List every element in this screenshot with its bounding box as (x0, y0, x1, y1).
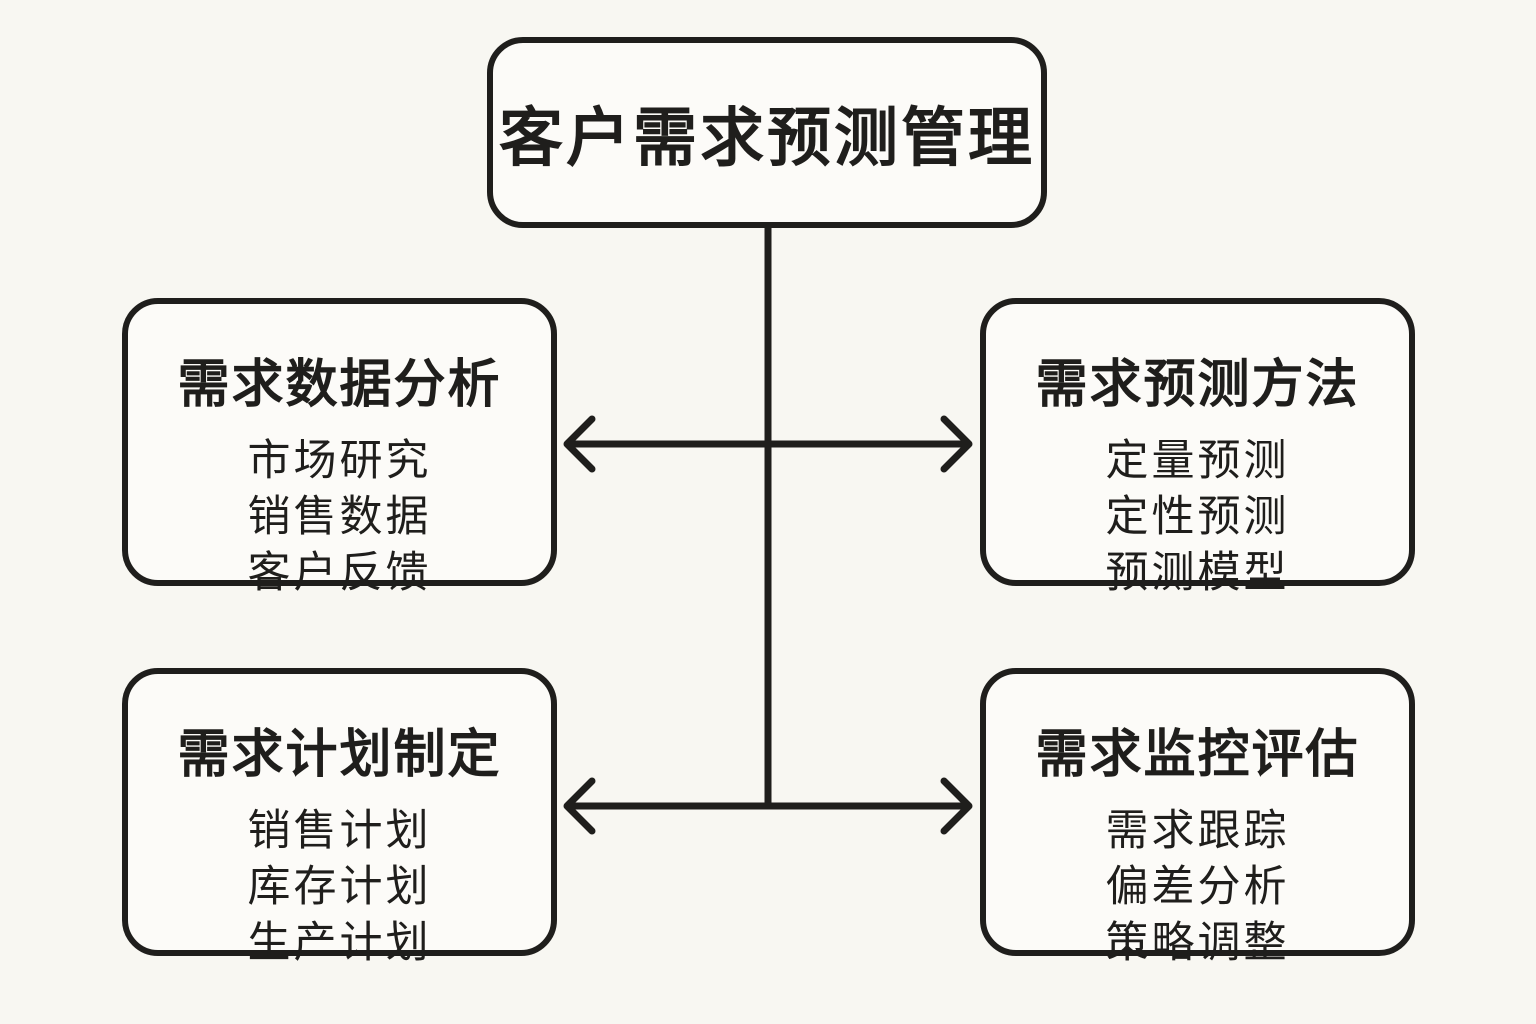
node-item: 客户反馈 (247, 549, 432, 597)
node-title: 需求监控评估 (1035, 726, 1360, 784)
node-item: 销售计划 (247, 807, 432, 855)
node-item: 预测模型 (1105, 549, 1290, 597)
node-title: 需求预测方法 (1035, 356, 1360, 414)
node-item: 策略调整 (1105, 919, 1290, 967)
node-item: 生产计划 (247, 919, 432, 967)
root-node-title: 客户需求预测管理 (499, 101, 1035, 174)
root-node: 客户需求预测管理 (487, 37, 1047, 228)
node-item: 偏差分析 (1105, 863, 1290, 911)
node-title: 需求计划制定 (177, 726, 502, 784)
node-demand-plan-making: 需求计划制定 销售计划 库存计划 生产计划 (122, 668, 557, 967)
node-item-list: 定量预测 定性预测 预测模型 (1106, 433, 1290, 601)
lower-arrow-right-head-icon (940, 777, 973, 835)
node-item-list: 销售计划 库存计划 生产计划 (248, 803, 432, 971)
upper-arrow-left-head-icon (563, 415, 596, 473)
node-item: 定量预测 (1105, 437, 1290, 485)
node-demand-data-analysis: 需求数据分析 市场研究 销售数据 客户反馈 (122, 298, 557, 597)
node-demand-monitor-evaluate: 需求监控评估 需求跟踪 偏差分析 策略调整 (980, 668, 1415, 967)
node-item: 销售数据 (247, 493, 432, 541)
upper-arrow-right-head-icon (940, 415, 973, 473)
node-item: 需求跟踪 (1105, 807, 1290, 855)
node-item: 库存计划 (247, 863, 432, 911)
node-item: 市场研究 (247, 437, 432, 485)
node-title: 需求数据分析 (177, 356, 502, 414)
node-demand-forecast-methods: 需求预测方法 定量预测 定性预测 预测模型 (980, 298, 1415, 597)
node-item-list: 需求跟踪 偏差分析 策略调整 (1106, 803, 1290, 971)
node-item-list: 市场研究 销售数据 客户反馈 (248, 433, 432, 601)
lower-arrow-left-head-icon (563, 777, 596, 835)
node-item: 定性预测 (1105, 493, 1290, 541)
